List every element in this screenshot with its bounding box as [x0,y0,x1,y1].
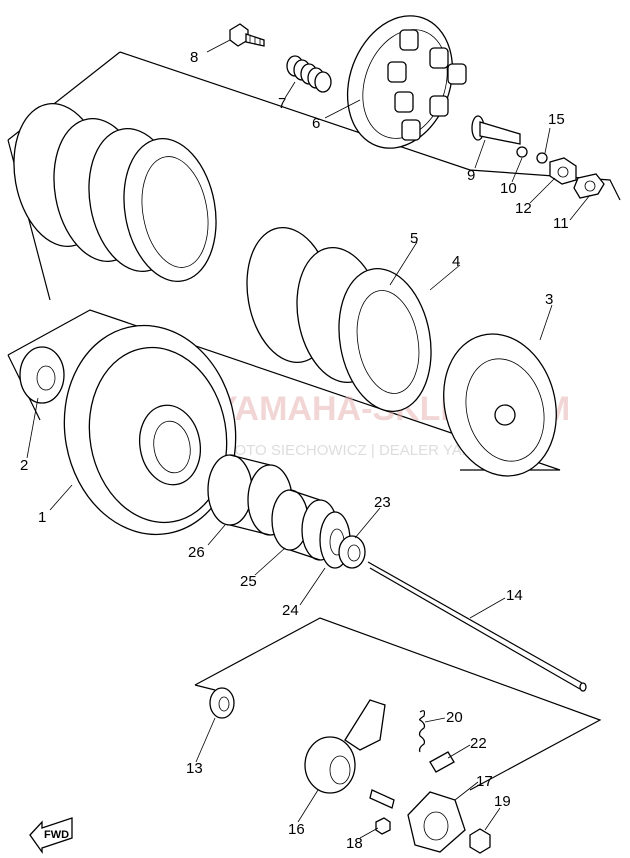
callout-9: 9 [467,167,475,184]
clutch-housing-1 [63,324,237,536]
watermark-sub: MOTO SIECHOWICZ | DEALER YAMAHA [222,442,505,459]
callout-12: 12 [515,200,532,217]
nut-12 [549,157,577,185]
callout-19: 19 [494,793,511,810]
pressure-plate-6 [346,15,467,149]
callout-23: 23 [374,494,391,511]
needle-bearing-26 [207,454,293,536]
spring-7 [286,55,332,93]
fwd-label: FWD [44,829,69,841]
clutch-boss-3 [443,333,557,477]
callout-24: 24 [282,602,299,619]
thrust-washer-2 [19,346,65,404]
callout-labels: 8 7 6 9 10 15 12 11 5 4 3 2 1 26 25 24 2… [20,49,569,852]
fwd-arrow-icon: FWD [29,817,73,855]
bolt-18 [369,789,395,835]
callout-1: 1 [38,509,46,526]
lock-washer-11 [573,173,605,199]
push-rod-14 [367,561,587,692]
push-lever-16 [304,699,386,794]
reference-frame-bottom [194,617,602,791]
callout-18: 18 [346,835,363,852]
washer-15 [536,152,548,164]
nut-19 [469,828,491,854]
callout-2: 2 [20,457,28,474]
callout-5: 5 [410,230,418,247]
cover-17 [407,791,466,853]
callout-4: 4 [452,253,460,270]
clutch-plates-4-5 [246,226,432,412]
callout-3: 3 [545,291,553,308]
oil-seal-13 [209,687,235,719]
leader-lines [26,39,591,839]
ball-23 [338,535,366,569]
callout-16: 16 [288,821,305,838]
pin-22 [429,751,455,773]
callout-7: 7 [278,95,286,112]
o-ring-10 [516,146,528,158]
clutch-plate-stack-left [13,103,217,282]
callout-22: 22 [470,735,487,752]
callout-17: 17 [476,773,493,790]
callout-6: 6 [312,115,320,132]
callout-26: 26 [188,544,205,561]
spring-20 [418,710,426,753]
callout-10: 10 [500,180,517,197]
callout-14: 14 [506,587,523,604]
callout-13: 13 [186,760,203,777]
bolt-8 [229,23,265,47]
callout-8: 8 [190,49,198,66]
callout-25: 25 [240,573,257,590]
callout-11: 11 [553,215,569,232]
push-rod-9 [471,115,521,145]
callout-15: 15 [548,111,565,128]
callout-20: 20 [446,709,463,726]
